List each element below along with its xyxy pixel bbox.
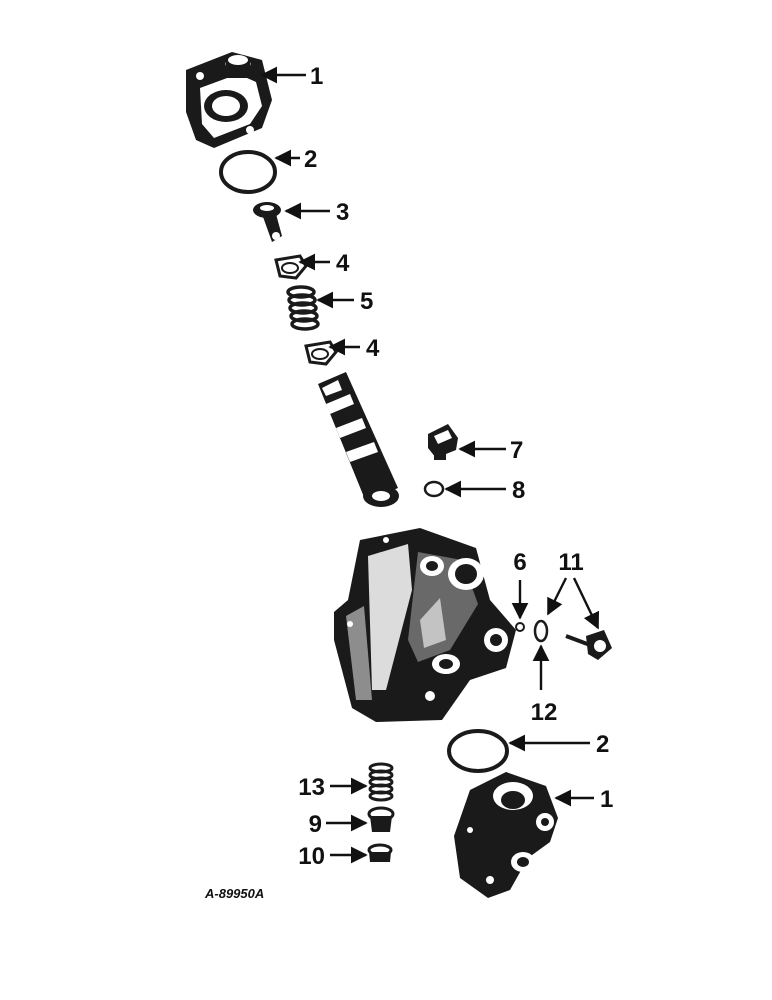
part-12-seal: [533, 619, 549, 643]
callout-4-upper: 4: [336, 250, 350, 277]
part-1-bottom-fitting: [454, 772, 558, 898]
callout-9: 9: [309, 811, 322, 838]
part-6-ball: [515, 622, 525, 632]
valve-body: [334, 528, 516, 722]
part-5-spring: [286, 285, 320, 331]
drawing-code: A-89950A: [204, 886, 264, 901]
callout-labels: 1 2 3 4 5 4 7 8 6 11 12 2 1 13 9 10: [298, 63, 613, 870]
callout-8: 8: [512, 477, 525, 504]
part-2-top-oring: [219, 150, 277, 194]
part-4-lower-shim: [304, 340, 338, 366]
callout-1-bottom: 1: [600, 786, 613, 813]
callout-4-lower: 4: [366, 335, 380, 362]
part-7-plug: [428, 424, 458, 460]
part-2-bottom-oring: [447, 729, 509, 773]
callout-1-top: 1: [310, 63, 323, 90]
part-11-fitting: [565, 630, 612, 660]
callout-10: 10: [298, 843, 325, 870]
callout-11: 11: [558, 549, 583, 576]
part-10-cap: [367, 843, 393, 862]
callout-2-bottom: 2: [596, 731, 609, 758]
callout-2-top: 2: [304, 146, 317, 173]
part-9-plunger: [367, 806, 395, 832]
part-4-upper-shim: [274, 254, 308, 280]
part-1-top-fitting: [186, 52, 272, 148]
leader-lines: [260, 66, 600, 864]
callout-3: 3: [336, 199, 349, 226]
valve-spool: [318, 372, 399, 507]
part-8-small-oring: [423, 480, 445, 498]
part-13-spring: [368, 762, 394, 802]
part-3-pin: [253, 202, 282, 242]
callout-5: 5: [360, 288, 373, 315]
callout-12: 12: [531, 699, 558, 726]
callout-6: 6: [513, 549, 526, 576]
callout-7: 7: [510, 437, 523, 464]
callout-13: 13: [298, 774, 325, 801]
